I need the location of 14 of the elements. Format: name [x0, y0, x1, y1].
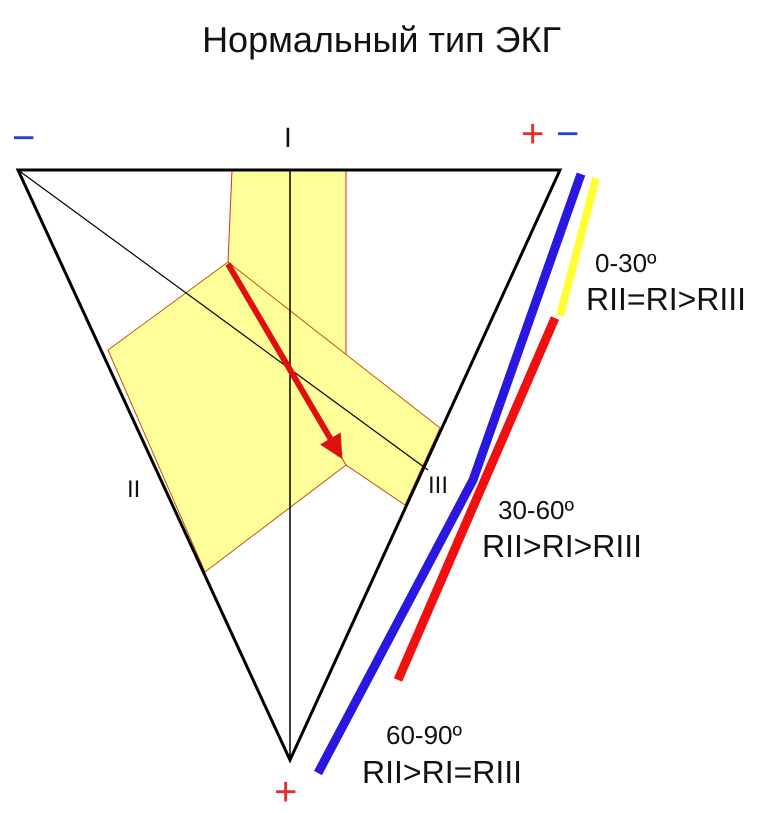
- lead-label: I: [284, 124, 292, 152]
- diagram-title: Нормальный тип ЭКГ: [201, 22, 562, 58]
- polarity-sign: −: [12, 118, 36, 158]
- angle-range-text: 60-90º: [386, 722, 462, 748]
- polarity-sign: +: [521, 114, 544, 154]
- angle-range-text: 0-30º: [595, 250, 657, 276]
- lead-label: III: [428, 474, 448, 498]
- polarity-sign: −: [556, 114, 580, 154]
- lead-label: II: [127, 478, 140, 502]
- angle-range-text: 30-60º: [498, 497, 574, 523]
- amplitude-ratio-text: RII=RI>RIII: [586, 283, 746, 315]
- polarity-sign: +: [274, 772, 298, 812]
- amplitude-ratio-text: RII>RI>RIII: [482, 530, 642, 562]
- amplitude-ratio-text: RII>RI=RIII: [362, 756, 522, 788]
